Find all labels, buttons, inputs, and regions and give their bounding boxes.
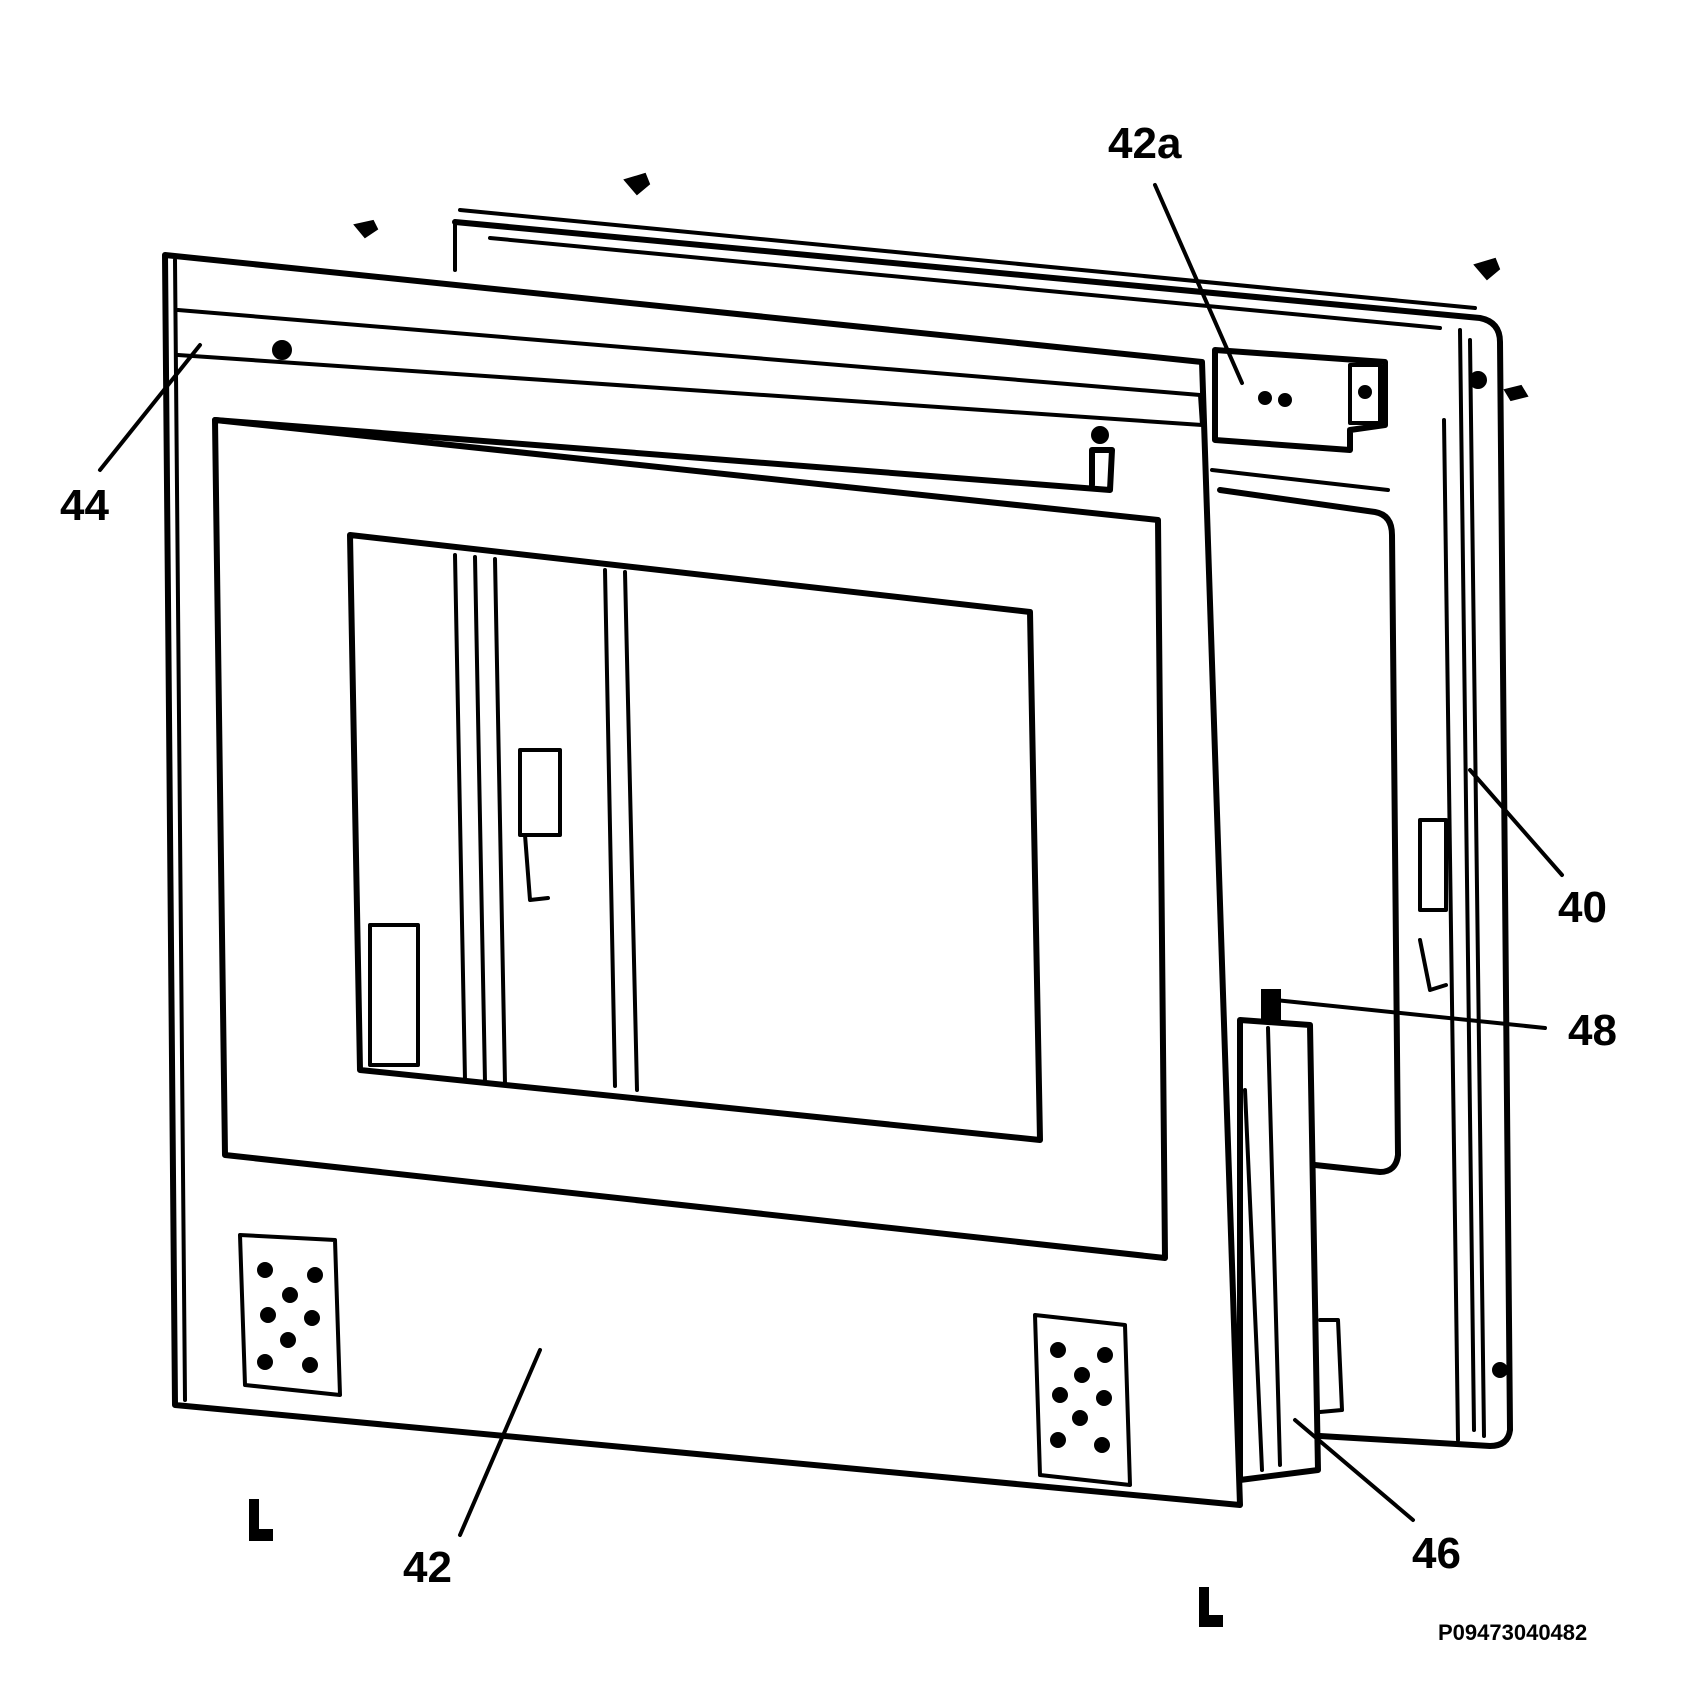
leader-lines	[98, 183, 1564, 1537]
callout-44: 44	[60, 481, 109, 530]
figure-code: P09473040482	[1438, 1620, 1587, 1645]
screws	[249, 172, 1529, 1627]
callout-42a: 42a	[1108, 119, 1182, 168]
front-foot-left	[238, 1233, 342, 1397]
hinge-bracket	[1212, 347, 1388, 453]
callout-42: 42	[403, 1543, 452, 1592]
rear-frame	[452, 208, 1513, 1449]
callout-48: 48	[1568, 1006, 1617, 1055]
callout-46: 46	[1412, 1529, 1461, 1578]
front-door-panel	[162, 252, 1243, 1508]
inner-panel	[1210, 468, 1401, 1175]
callout-40: 40	[1558, 883, 1607, 932]
pin-fastener	[1261, 989, 1281, 1021]
side-rack	[1237, 1017, 1344, 1483]
front-foot-right	[1033, 1313, 1132, 1487]
